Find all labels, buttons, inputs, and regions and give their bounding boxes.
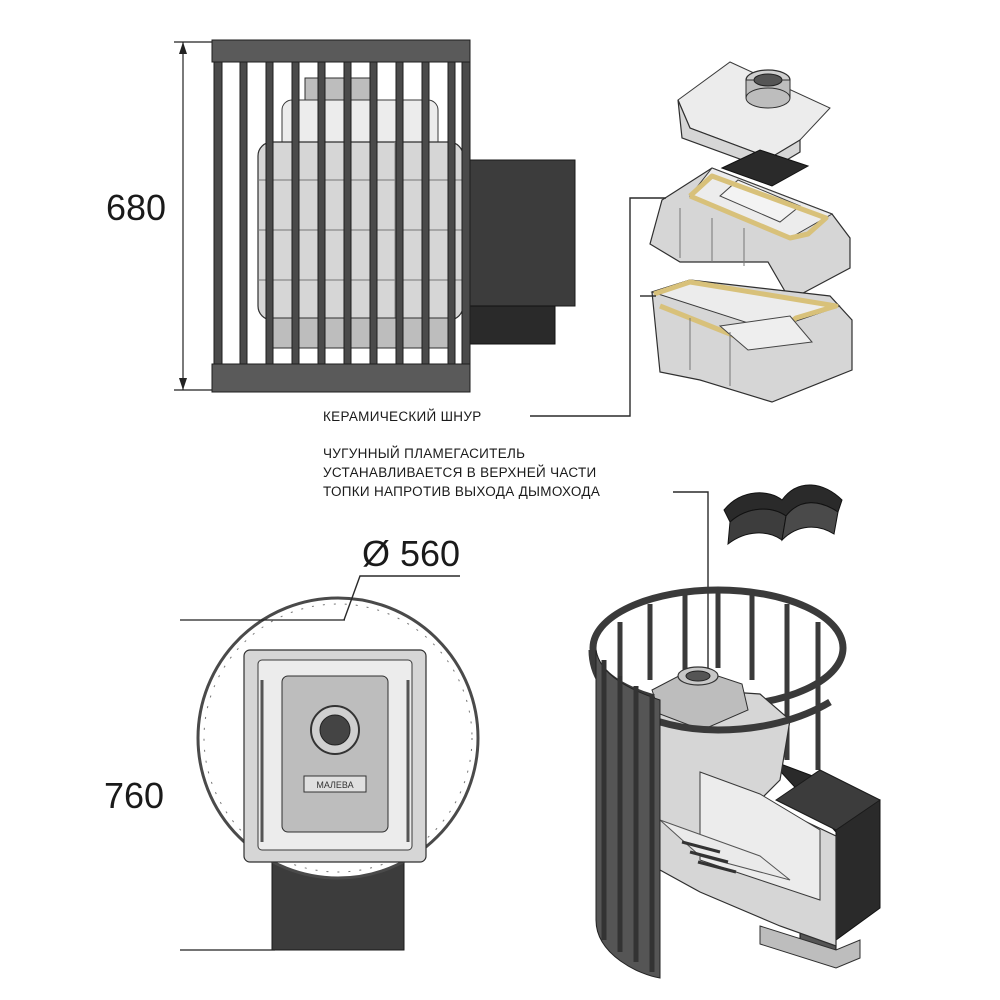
flame-arrester-caption: ЧУГУННЫЙ ПЛАМЕГАСИТЕЛЬ УСТАНАВЛИВАЕТСЯ В… xyxy=(323,446,709,696)
top-view: МАЛЕВА Ø 560 760 xyxy=(104,533,480,951)
firebox-lower-section xyxy=(650,279,853,403)
flame-arrester-line-3: ТОПКИ НАПРОТИВ ВЫХОДА ДЫМОХОДА xyxy=(323,484,600,499)
brand-marking: МАЛЕВА xyxy=(316,780,353,790)
height-680-label: 680 xyxy=(106,187,166,228)
dimension-diameter: Ø 560 xyxy=(343,533,460,621)
firebox-lid xyxy=(677,61,831,171)
assembled-isometric-view xyxy=(588,586,881,979)
firebox-upper-section xyxy=(649,167,851,301)
grille-bars xyxy=(213,61,471,365)
diameter-label: Ø 560 xyxy=(362,533,460,574)
flame-arrester-line-1: ЧУГУННЫЙ ПЛАМЕГАСИТЕЛЬ xyxy=(323,446,525,461)
dimension-680: 680 xyxy=(106,41,212,391)
flame-arrester-part xyxy=(723,484,843,546)
exploded-firebox: КЕРАМИЧЕСКИЙ ШНУР xyxy=(323,61,853,424)
height-760-label: 760 xyxy=(104,775,164,816)
front-view: 680 xyxy=(106,39,576,393)
ceramic-cord-label: КЕРАМИЧЕСКИЙ ШНУР xyxy=(323,409,482,424)
gasket-plate xyxy=(720,149,810,187)
dimension-760: 760 xyxy=(104,619,345,951)
flame-arrester-line-2: УСТАНАВЛИВАЕТСЯ В ВЕРХНЕЙ ЧАСТИ xyxy=(323,465,597,480)
